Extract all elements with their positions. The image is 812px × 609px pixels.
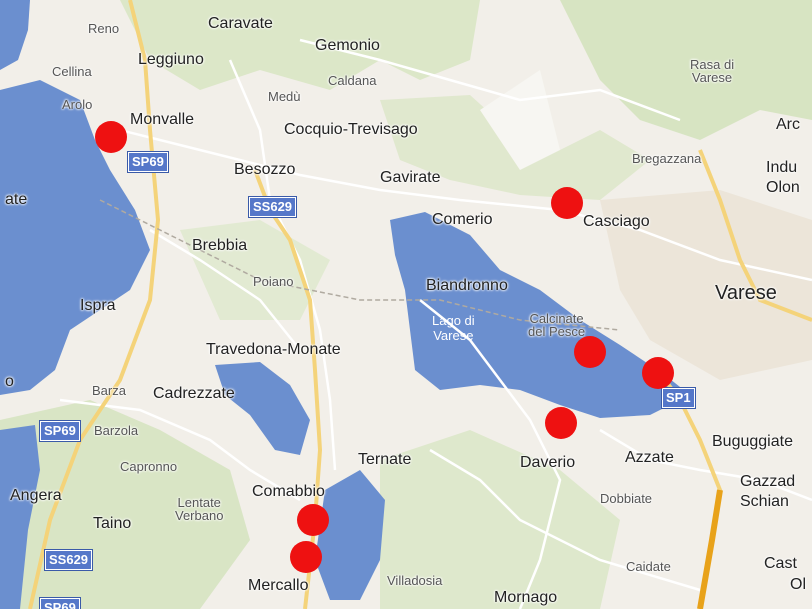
place-label-arc: Arc [776, 116, 800, 133]
place-label-o: o [5, 373, 14, 390]
water-label-lago-di-varese: Lago di Varese [432, 313, 475, 343]
place-label-besozzo: Besozzo [234, 161, 296, 178]
place-label-schianno: Schian [740, 493, 789, 510]
place-label-travedona-monate: Travedona-Monate [206, 341, 341, 358]
place-label-ispra: Ispra [80, 297, 116, 314]
place-label-gazzada: Gazzad [740, 473, 796, 490]
road-shield-sp69: SP69 [128, 152, 168, 173]
place-label-medu: Medù [268, 89, 301, 104]
place-label-reno: Reno [88, 21, 120, 36]
place-label-lentate-verbano: Lentate Verbano [175, 495, 224, 523]
place-label-olon: Olon [766, 179, 800, 196]
place-label-arolo: Arolo [62, 97, 93, 112]
place-label-cadrezzate: Cadrezzate [153, 385, 235, 402]
lake-maggiore-north [0, 0, 30, 70]
place-label-daverio: Daverio [520, 454, 576, 471]
place-label-indu: Indu [766, 159, 798, 176]
place-label-rasa-di-varese: Rasa di Varese [690, 57, 735, 85]
place-label-cast: Cast [764, 555, 797, 572]
place-label-caidate: Caidate [626, 559, 671, 574]
map-marker[interactable] [297, 504, 329, 536]
lake-maggiore-south [0, 425, 40, 609]
place-label-leggiuno: Leggiuno [138, 51, 204, 68]
place-label-mercallo: Mercallo [248, 577, 309, 594]
place-label-barzola: Barzola [94, 423, 139, 438]
urban-area [480, 70, 560, 170]
forest-area [0, 0, 480, 90]
place-label-dobbiate: Dobbiate [600, 491, 653, 506]
place-label-azzate: Azzate [625, 449, 674, 466]
place-label-buguggiate: Buguggiate [712, 433, 793, 450]
place-label-monvalle: Monvalle [130, 111, 195, 128]
place-label-mornago: Mornago [494, 589, 558, 606]
road-shield-sp69: SP69 [40, 421, 80, 442]
place-label-poiano: Poiano [253, 274, 294, 289]
place-label-barza: Barza [92, 383, 126, 398]
place-label-caravate: Caravate [208, 15, 273, 32]
place-label-varese: Varese [715, 282, 777, 304]
place-label-calcinate-del-pesce: Calcinate del Pesce [528, 311, 586, 339]
lake-varese [390, 212, 690, 418]
map-marker[interactable] [545, 407, 577, 439]
place-label-angera: Angera [10, 487, 62, 504]
lake-maggiore [0, 80, 150, 395]
place-label-biandronno: Biandronno [426, 277, 508, 294]
place-label-taino: Taino [93, 515, 132, 532]
place-label-ternate: Ternate [358, 451, 412, 468]
road-shield-ss629: SS629 [249, 197, 297, 218]
place-label-capronno: Capronno [120, 459, 178, 474]
place-label-casciago: Casciago [583, 213, 650, 230]
forest-area [380, 430, 620, 609]
map-marker[interactable] [574, 336, 606, 368]
place-label-ate: ate [5, 191, 28, 208]
place-label-villadosia: Villadosia [387, 573, 443, 588]
map-marker[interactable] [551, 187, 583, 219]
place-label-ol: Ol [790, 576, 806, 593]
lake-monate [215, 362, 310, 455]
place-label-bregazzana: Bregazzana [632, 151, 702, 166]
road-shield-sp1: SP1 [662, 388, 695, 409]
map-marker[interactable] [642, 357, 674, 389]
forest-area [560, 0, 812, 140]
place-label-caldana: Caldana [328, 73, 377, 88]
road-shield-sp69: SP69 [40, 598, 80, 609]
road-shield-ss629: SS629 [45, 550, 93, 571]
place-label-brebbia: Brebbia [192, 237, 248, 254]
highway [697, 489, 723, 609]
minor-roads [59, 38, 812, 609]
place-label-comabbio: Comabbio [252, 483, 325, 500]
place-label-cocquio-trevisago: Cocquio-Trevisago [284, 121, 418, 138]
map-marker[interactable] [95, 121, 127, 153]
place-label-comerio: Comerio [432, 211, 493, 228]
place-label-gavirate: Gavirate [380, 169, 441, 186]
lake-comabbio [315, 470, 385, 600]
railway [99, 199, 621, 331]
urban-area [600, 190, 812, 380]
map-marker[interactable] [290, 541, 322, 573]
place-label-cellina: Cellina [52, 64, 92, 79]
place-label-gemonio: Gemonio [315, 37, 380, 54]
